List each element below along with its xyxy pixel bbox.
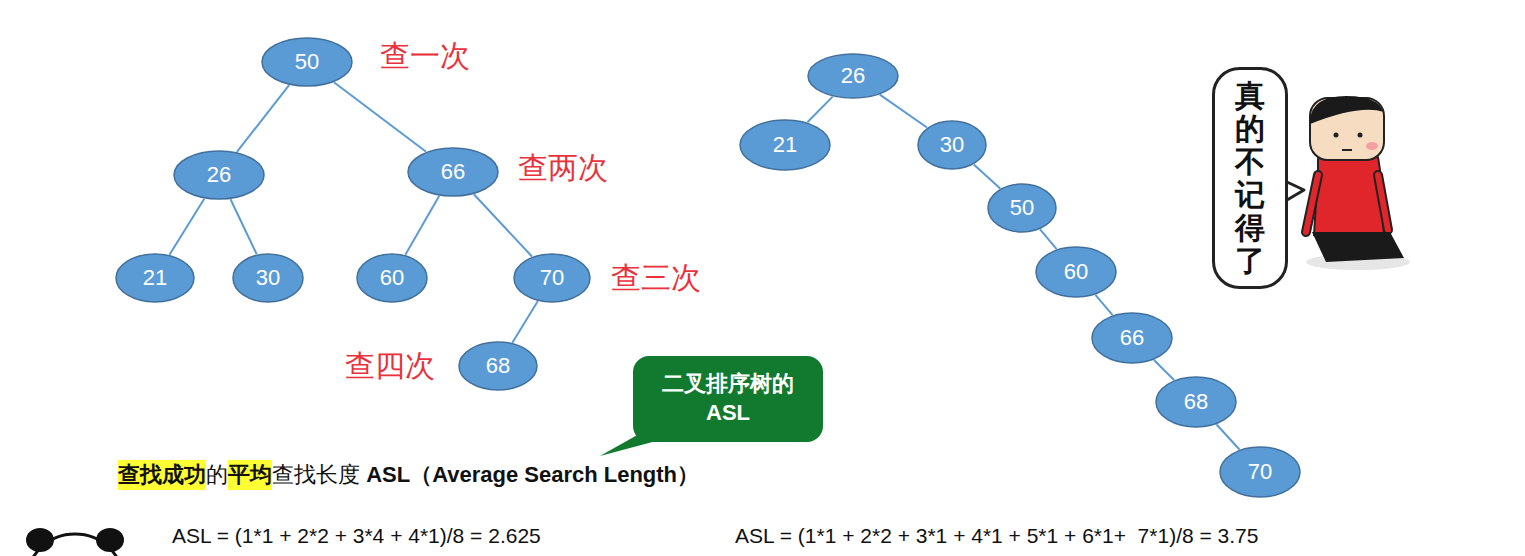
caption-text: ASL（Average Search Length） [366,460,699,490]
tree-edge [231,199,257,254]
node-text: 70 [1248,459,1272,485]
level-note: 查四次 [345,346,435,387]
tree-edge [334,82,426,151]
caption-text: 的 [206,460,228,490]
callout-box: 二叉排序树的 ASL [633,356,823,442]
node-text: 60 [1064,259,1088,285]
tree-edge [1154,360,1174,380]
tree-edge [1217,424,1240,449]
tree-edge [1095,295,1112,315]
tree-node: 50 [987,183,1057,233]
node-text: 30 [940,132,964,158]
tree-node: 30 [232,253,304,303]
node-text: 60 [380,265,404,291]
node-text: 二叉排序树的 ASL [658,370,798,427]
tree-edge [974,165,1000,189]
tree-edge [807,97,832,123]
tree-node: 30 [917,120,987,170]
node-outline [633,356,823,442]
asl-formula: ASL = (1*1 + 2*2 + 3*1 + 4*1 + 5*1 + 6*1… [735,524,1258,548]
node-text: 66 [1120,325,1144,351]
tree-node: 70 [513,253,591,303]
tree-node: 21 [115,253,195,303]
caption-text: 查找长度 [272,460,366,490]
level-note: 查一次 [380,36,470,77]
tree-edge [1040,229,1057,249]
tree-node: 50 [261,37,353,87]
node-text: 30 [256,265,280,291]
bubble-tail [1287,182,1304,200]
level-note: 查两次 [518,148,608,189]
tree-node: 66 [1091,312,1173,364]
tree-node: 68 [1155,376,1237,428]
node-text: 70 [540,265,564,291]
tree-edge [880,95,927,128]
node-text: 21 [143,265,167,291]
caption-text: 查找成功 [118,460,206,490]
tree-node: 26 [173,150,265,200]
tree-node: 26 [807,53,899,99]
node-text: 26 [841,63,865,89]
node-text: 68 [486,353,510,379]
asl-formula: ASL = (1*1 + 2*2 + 3*4 + 4*1)/8 = 2.625 [172,524,541,548]
tree-edge [512,301,537,342]
node-text: 50 [1010,195,1034,221]
speech-bubble: 真的不记得了 [1212,67,1288,289]
node-text: 26 [207,162,231,188]
tree-edge [405,196,439,255]
tree-node: 66 [407,147,499,197]
tree-node: 68 [458,341,538,391]
node-text: 68 [1184,389,1208,415]
node-text: 21 [773,132,797,158]
caption-row: 查找成功的平均查找长度 ASL（Average Search Length） [118,460,699,490]
caption-text: 平均 [228,460,272,490]
level-note: 查三次 [611,258,701,299]
cartoon-person [1306,96,1410,270]
tree-node: 21 [739,119,831,171]
node-text: 50 [295,49,319,75]
panda-face [26,528,124,556]
node-text: 真的不记得了 [1235,79,1265,277]
tree-edge [169,199,204,255]
tree-edge [237,85,289,152]
tree-edge [474,194,532,256]
tree-node: 60 [1035,246,1117,298]
tree-node: 70 [1219,446,1301,498]
tree-node: 60 [356,253,428,303]
node-text: 66 [441,159,465,185]
